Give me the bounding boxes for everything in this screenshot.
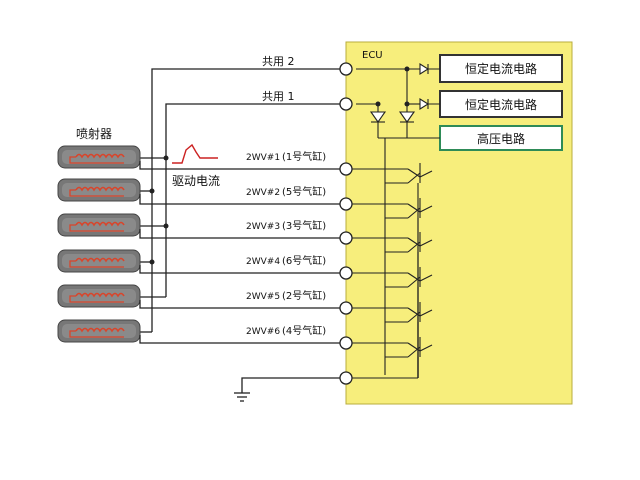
terminal-common-1 [339,97,353,111]
drive-wire-2 [139,194,340,205]
transistor-collector-4 [407,272,421,282]
transistor-emitter-2 [407,207,421,219]
circuit-label-2: 恒定电流电路 [465,97,537,112]
injector-4 [57,249,141,273]
injector-2 [57,178,141,202]
terminal-drive-3 [339,231,353,245]
injector-5 [57,284,141,308]
transistor-gate-5 [419,309,433,317]
drive-code-2: 2WV#2 [246,188,280,198]
drive-wire-5 [139,300,340,309]
transistor-collector-2 [407,203,421,213]
drive-code-4: 2WV#4 [246,257,280,267]
drive-cyl-2: (5号气缸) [282,185,326,198]
transistor-emitter-4 [407,276,421,288]
drive-cyl-1: (1号气缸) [282,150,326,163]
transistor-collector-6 [407,342,421,352]
drive-wire-6 [139,335,340,344]
transistor-emitter-5 [407,311,421,323]
drive-wire-4 [139,265,340,274]
injector-3 [57,213,141,237]
drive-code-3: 2WV#3 [246,222,280,232]
drive-current-waveform [172,143,218,164]
transistor-emitter-1 [407,172,421,184]
terminal-drive-4 [339,266,353,280]
terminal-drive-1 [339,162,353,176]
transistor-collector-1 [407,168,421,178]
transistor-emitter-3 [407,241,421,253]
terminal-drive-6 [339,336,353,350]
circuit-label-3: 高压电路 [477,131,525,146]
transistor-gate-1 [419,170,433,178]
drive-wire-3 [139,229,340,239]
circuit-label-1: 恒定电流电路 [465,61,537,76]
drive-cyl-6: (4号气缸) [282,324,326,337]
drive-cyl-5: (2号气缸) [282,289,326,302]
transistor-collector-3 [407,237,421,247]
injector-6 [57,319,141,343]
common-wires [151,68,346,226]
ecu-internal-wiring [356,68,440,375]
transistor-gate-3 [419,239,433,247]
injector-title: 喷射器 [76,126,112,141]
drive-current-label: 驱动电流 [172,174,220,188]
drive-cyl-4: (6号气缸) [282,254,326,267]
injector-1 [57,145,141,169]
drive-code-6: 2WV#6 [246,327,280,337]
drive-wire-1 [139,161,340,170]
common-1-label: 共用 1 [262,90,295,103]
common-2-label: 共用 2 [262,55,295,68]
transistor-gate-2 [419,205,433,213]
diode-1 [407,63,440,75]
terminal-drive-2 [339,197,353,211]
transistor-gate-6 [419,344,433,352]
circuit-box-1 [439,54,563,83]
ground-symbol [234,377,346,402]
terminal-common-2 [339,62,353,76]
transistor-emitter-6 [407,346,421,358]
drive-cyl-3: (3号气缸) [282,219,326,232]
circuit-box-3 [439,125,563,151]
transistor-gate-4 [419,274,433,282]
drive-code-5: 2WV#5 [246,292,280,302]
terminal-ground [339,371,353,385]
transistor-collector-5 [407,307,421,317]
ecu-label: ECU [362,50,383,61]
drive-code-1: 2WV#1 [246,153,280,163]
terminal-drive-5 [339,301,353,315]
circuit-box-2 [439,90,563,118]
